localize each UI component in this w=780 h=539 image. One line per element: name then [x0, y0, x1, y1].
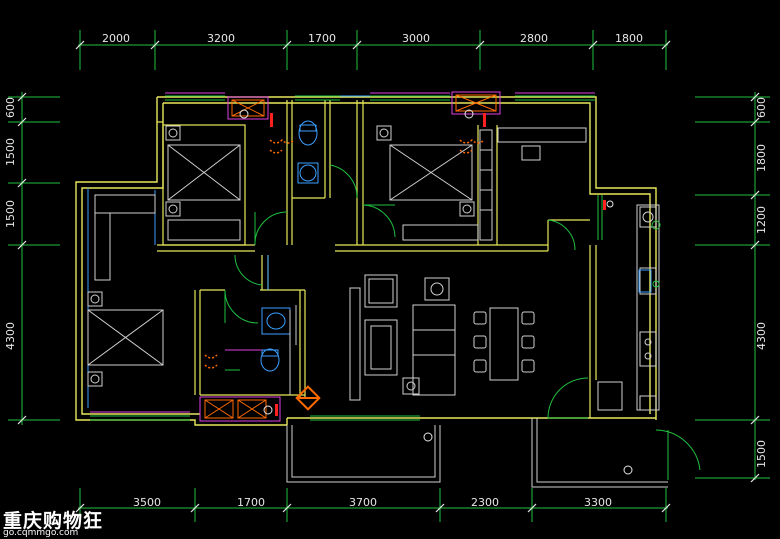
dim-right-4: 4300 [755, 322, 768, 350]
bed-second [389, 144, 479, 241]
dim-right-2: 1800 [755, 144, 768, 172]
interior-walls [157, 100, 597, 418]
dim-left-1: 600 [4, 97, 17, 118]
dimension-ticks [17, 40, 760, 513]
dim-left-4: 4300 [4, 322, 17, 350]
dim-bottom-4: 2300 [471, 496, 499, 509]
dim-left-3: 1500 [4, 200, 17, 228]
balcony-heater [295, 385, 321, 411]
dim-right-5: 1500 [755, 440, 768, 468]
kitchen-counter [597, 204, 660, 411]
dim-left-2: 1500 [4, 138, 17, 166]
kitchen-fixtures [638, 220, 661, 293]
dim-top-3: 1700 [308, 32, 336, 45]
drain-points [239, 109, 633, 475]
dim-bottom-2: 1700 [237, 496, 265, 509]
nightstands [87, 125, 475, 387]
doors [224, 164, 701, 480]
dining-set [473, 307, 535, 381]
dim-top-6: 1800 [615, 32, 643, 45]
dim-bottom-1: 3500 [133, 496, 161, 509]
watermark-title: 重庆购物狂 [3, 510, 104, 532]
dimension-lines [8, 30, 770, 522]
duct-boxes [199, 91, 501, 422]
shower-fixtures [204, 138, 485, 369]
balconies [286, 418, 668, 488]
dim-bottom-5: 3300 [584, 496, 612, 509]
dim-right-3: 1200 [755, 206, 768, 234]
living-furniture [349, 274, 456, 401]
dim-right-1: 600 [755, 97, 768, 118]
bed-third [87, 194, 164, 366]
dim-bottom-3: 3700 [349, 496, 377, 509]
dim-top-5: 2800 [520, 32, 548, 45]
study-furniture [479, 127, 587, 241]
dim-top-1: 2000 [102, 32, 130, 45]
dim-top-2: 3200 [207, 32, 235, 45]
red-markers [270, 113, 606, 416]
dim-top-4: 3000 [402, 32, 430, 45]
bathroom-fixtures [225, 120, 319, 395]
watermark-url: go.cqmmgo.com [3, 528, 79, 538]
bed-master [167, 144, 241, 241]
